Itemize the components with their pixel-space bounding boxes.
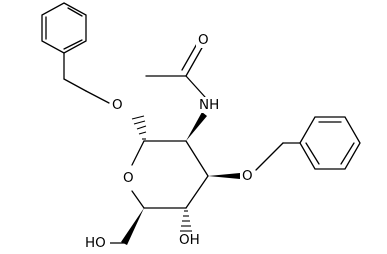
c5-ch2-wedge [121,208,144,245]
ring-oxygen-text: O [123,170,134,186]
anomeric-hashed-bond [131,115,147,140]
c4-hydroxyl-text: OH [179,232,200,248]
atom-label-ring-oxygen: O [121,170,135,186]
anomeric-oxygen-text: O [112,97,123,113]
atom-label-benzyl-ether-oxygen: O [240,168,254,184]
benzyl-linker-left [63,52,110,104]
benzyl-linker-right [255,142,301,171]
pyranose-ring [131,140,209,209]
atom-label-c6-hydroxyl: HO [84,235,110,251]
acetamido-group [145,41,206,98]
atom-label-c4-hydroxyl: OH [177,232,203,248]
atom-label-carbonyl-oxygen: O [196,32,210,48]
c4-hydroxyl-hashed-bond [180,210,192,232]
atom-label-nitrogen: NH [197,97,221,113]
c2-nitrogen-wedge [186,112,207,141]
atom-label-anomeric-oxygen: O [110,97,124,113]
benzyl-ether-oxygen-text: O [242,168,253,184]
c3-oxygen-wedge [208,173,240,179]
benzene-ring-right [299,116,361,170]
benzene-ring-left [41,2,87,54]
c6-hydroxyl-text: HO [85,235,106,251]
carbonyl-oxygen-text: O [198,32,209,48]
nitrogen-text: NH [199,97,219,113]
